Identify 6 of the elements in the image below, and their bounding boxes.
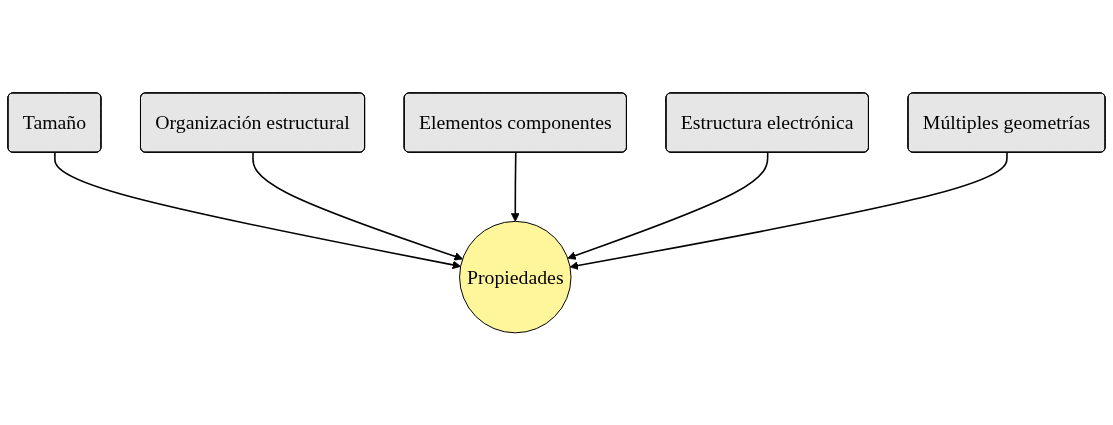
arrow [54,151,461,269]
arrow [252,151,463,261]
arrow [510,151,520,222]
node-circle: Propiedades [459,220,572,333]
arrow [569,151,1008,270]
arrow [567,151,769,260]
